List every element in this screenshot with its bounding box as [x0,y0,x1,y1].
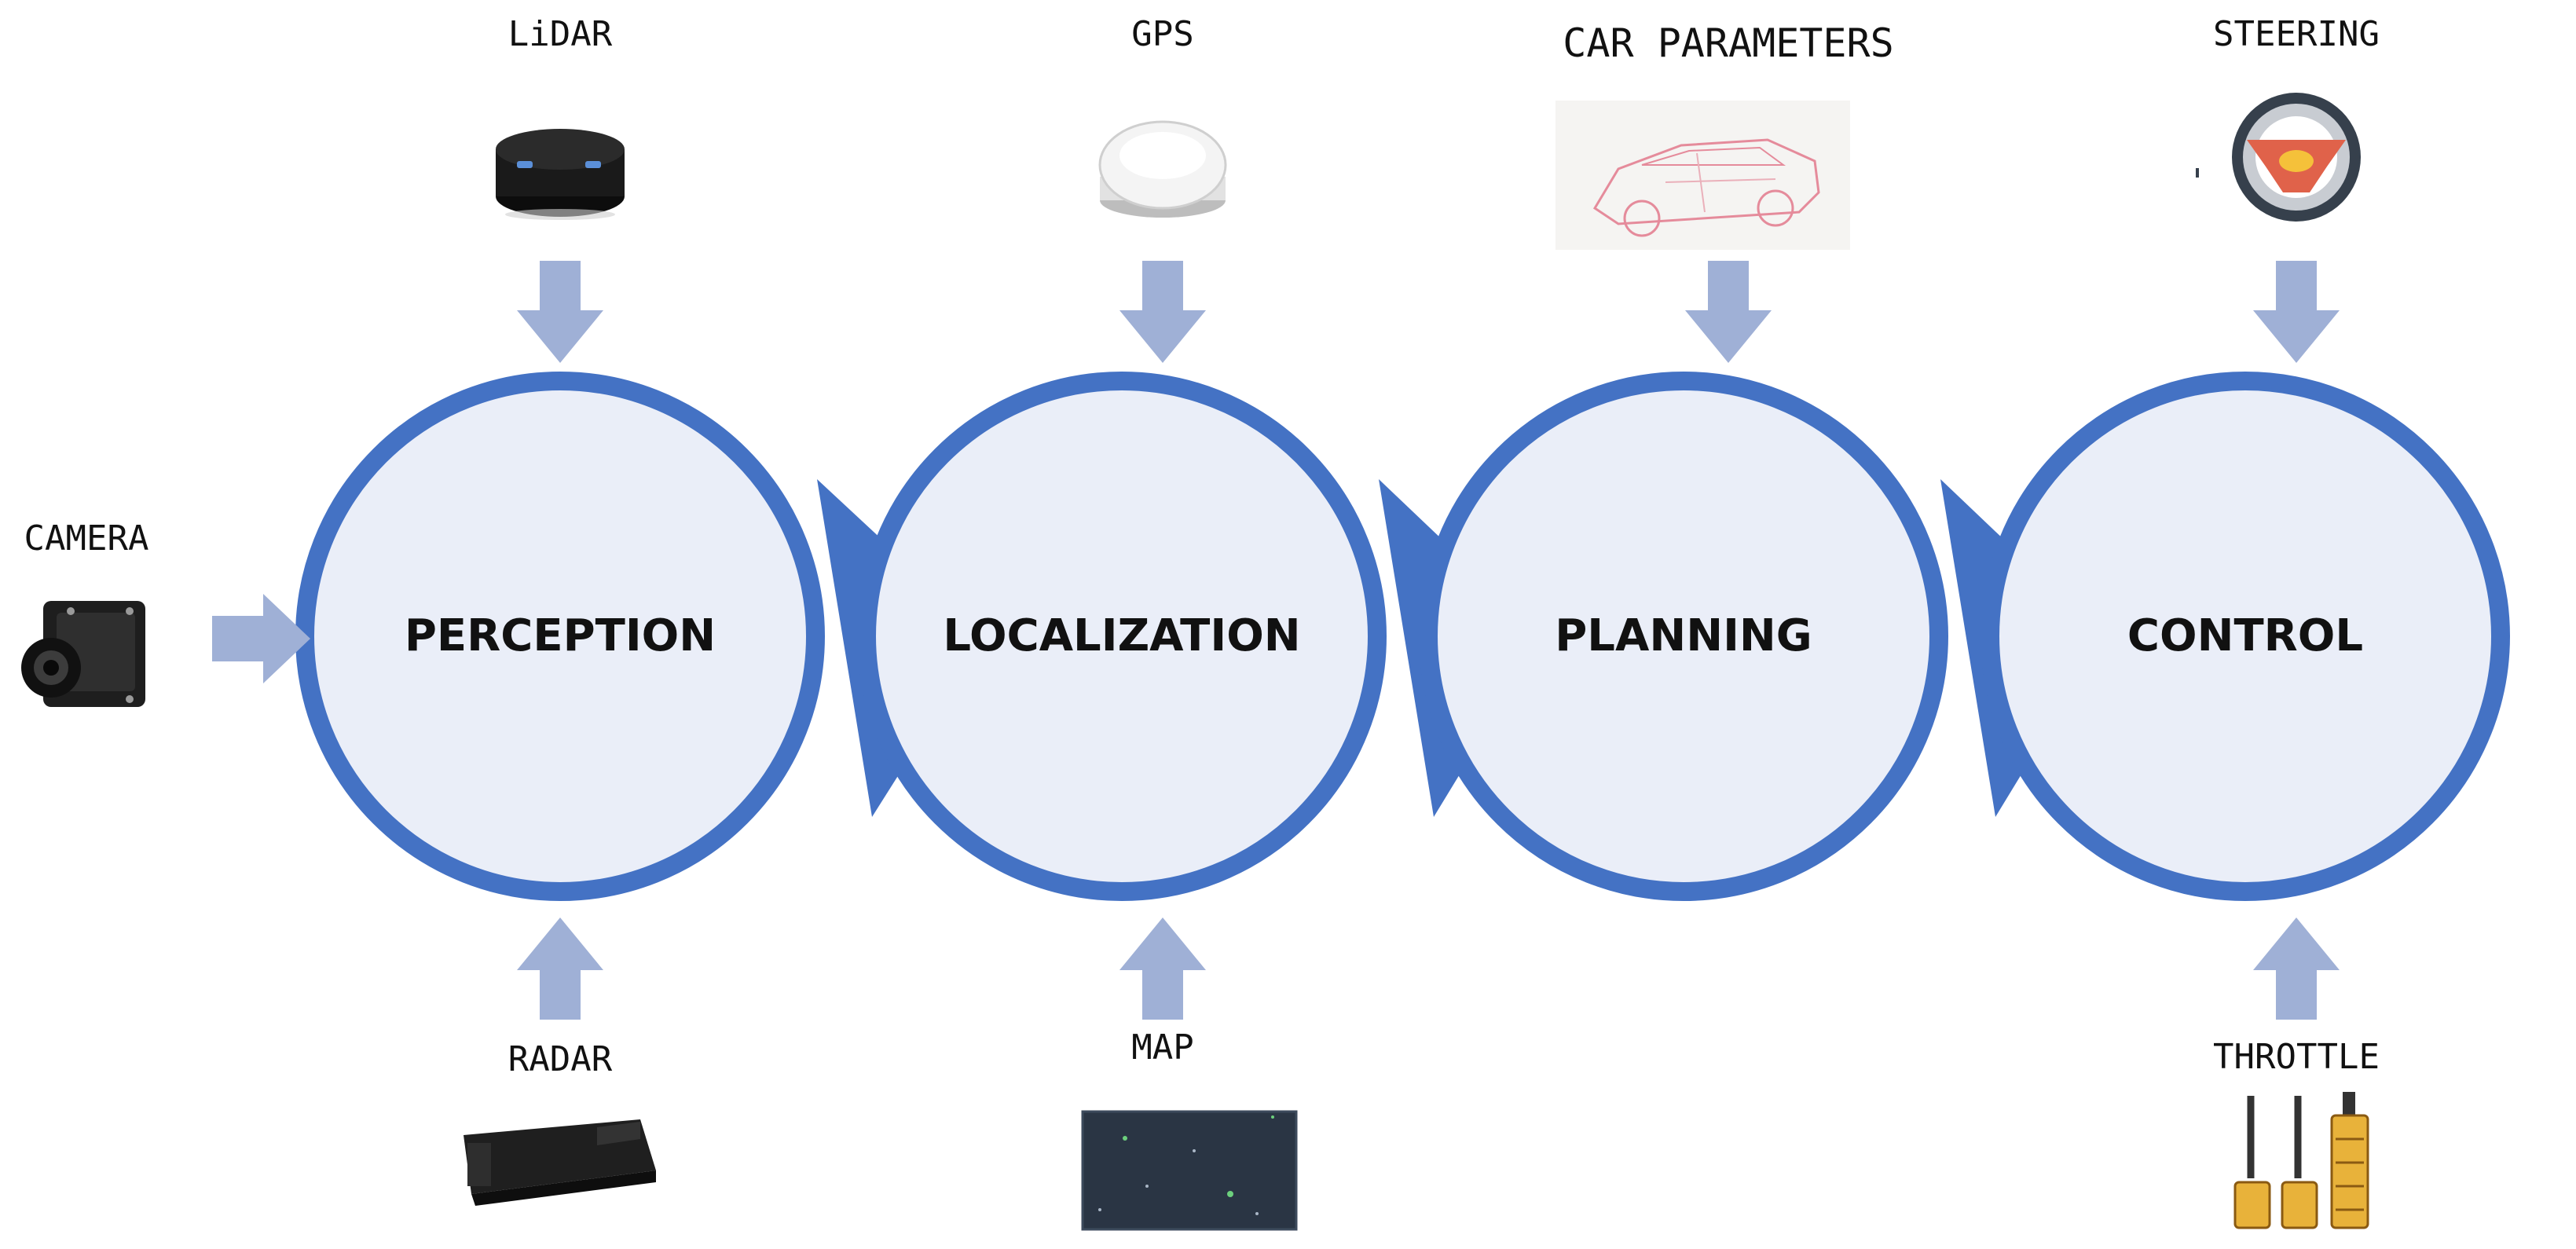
arrow-steering-down [2253,261,2340,363]
lidar-icon [496,129,625,220]
label-throttle: THROTTLE [2213,1037,2380,1077]
radar-icon [464,1119,656,1206]
stage-label-control: CONTROL [2127,610,2363,661]
steering-wheel-icon [2196,93,2361,222]
label-steering: STEERING [2213,14,2380,54]
arrow-camera-right [212,594,310,683]
label-map: MAP [1131,1027,1193,1068]
arrow-throttle-up [2253,918,2340,1020]
stage-label-planning: PLANNING [1555,610,1812,661]
arrow-lidar-down [517,261,603,363]
stage-control: CONTROL [1981,372,2510,901]
stage-localization: LOCALIZATION [857,372,1387,901]
stage-label-perception: PERCEPTION [405,610,716,661]
gps-icon [1098,120,1227,218]
arrow-car-parameters-down [1685,261,1772,363]
arrow-radar-up [517,918,603,1020]
label-car-parameters: CAR PARAMETERS [1563,20,1893,66]
arrow-map-up [1119,918,1206,1020]
stage-label-localization: LOCALIZATION [943,610,1300,661]
stage-planning: PLANNING [1419,372,1948,901]
label-gps: GPS [1131,14,1193,54]
car-wireframe-icon [1555,101,1850,250]
stage-perception: PERCEPTION [295,372,825,901]
camera-icon [21,601,145,707]
map-icon [1081,1110,1298,1231]
throttle-pedals-icon [2233,1092,2369,1229]
label-radar: RADAR [508,1039,613,1079]
arrow-gps-down [1119,261,1206,363]
label-camera: CAMERA [24,518,149,559]
label-lidar: LiDAR [508,14,613,54]
